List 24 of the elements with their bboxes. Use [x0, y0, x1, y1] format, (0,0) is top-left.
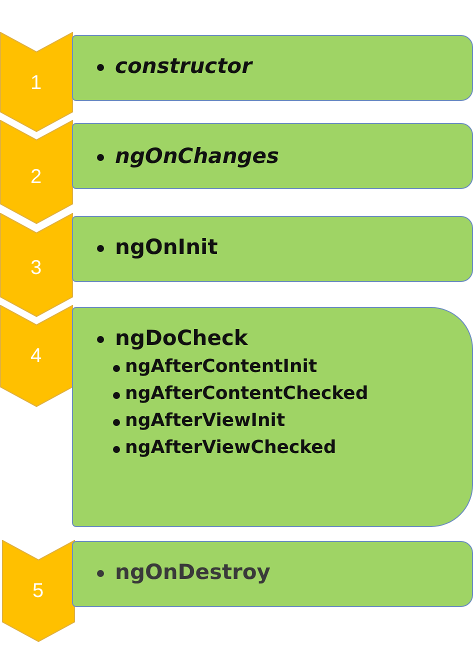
step-number: 3 — [29, 257, 43, 279]
list-item: ngAfterContentInit — [125, 356, 318, 377]
step-marker — [2, 540, 75, 642]
list-item: ngAfterViewInit — [125, 410, 286, 431]
process-box — [72, 216, 473, 282]
list-item: ngOnChanges — [115, 144, 280, 168]
process-box — [72, 307, 473, 527]
list-item: ngOnInit — [115, 235, 218, 259]
step-number: 1 — [29, 72, 43, 94]
step-number: 4 — [29, 345, 43, 367]
step-marker — [0, 305, 73, 407]
process-box — [72, 123, 473, 189]
process-box — [72, 541, 473, 607]
list-item: ngDoCheck — [115, 326, 248, 350]
process-box — [72, 35, 473, 101]
list-item: ngAfterContentChecked — [125, 383, 368, 404]
step-marker — [0, 120, 73, 224]
step-marker — [0, 32, 73, 132]
step-number: 5 — [31, 580, 45, 602]
list-item: ngOnDestroy — [115, 560, 270, 584]
list-item: ngAfterViewChecked — [125, 437, 336, 458]
step-number: 2 — [29, 166, 43, 188]
list-item: constructor — [115, 54, 252, 78]
step-marker — [0, 213, 73, 317]
